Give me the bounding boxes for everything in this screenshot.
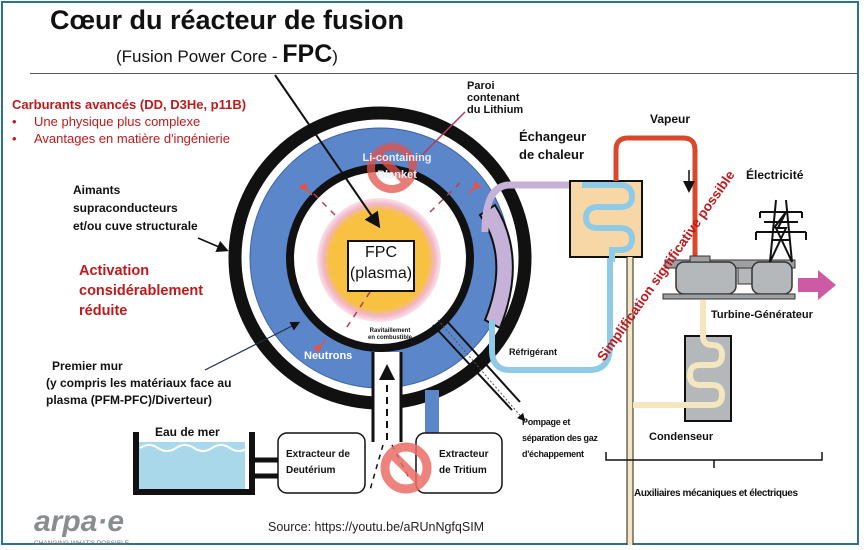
blanket-label: Li-containing Blanket [362, 152, 432, 181]
first-wall-label: Premier mur (y compris les matériaux fac… [46, 359, 232, 407]
turbine-generator [662, 255, 796, 300]
pylon-icon [755, 199, 807, 263]
deuterium-extractor [277, 432, 366, 494]
lithium-wall-label: Paroi contenant du Lithium [467, 80, 524, 116]
neutron-arrow [312, 339, 327, 354]
page-title: Cœur du réacteur de fusion [50, 5, 405, 35]
neutron-rays [309, 182, 461, 331]
condenser-label: Condenseur [649, 431, 714, 443]
fuels-bullet: Une physique plus complexe [12, 113, 230, 130]
steam-pipe [613, 135, 698, 268]
electricity-label: Électricité [746, 168, 804, 182]
header-divider [30, 73, 858, 74]
seawater-tank [133, 432, 282, 495]
seawater-label: Eau de mer [155, 425, 220, 439]
fpc-pointer-arrow [274, 74, 381, 229]
exhaust-label: Pompage et séparation des gaz d'échappem… [522, 417, 598, 459]
lithium-pointer [414, 111, 466, 163]
fuels-bullets: Une physique plus complexe Avantages en … [12, 113, 230, 147]
prohibit-icon [380, 442, 432, 494]
plasma-label-box: FPC (plasma) [347, 240, 415, 292]
auxiliaries-bracket [605, 452, 823, 468]
condensate-pipe [626, 257, 634, 545]
prohibit-icon [367, 143, 417, 193]
activation-label: Activation considérablement réduite [79, 263, 204, 319]
logo-tagline: CHANGING WHAT'S POSSIBLE [34, 540, 130, 547]
auxiliaries-label: Auxiliaires mécaniques et électriques [634, 488, 798, 499]
arpae-logo: arpa·e CHANGING WHAT'S POSSIBLE [34, 505, 130, 547]
turbine-label: Turbine-Générateur [711, 309, 813, 321]
subtitle-suffix: ) [332, 47, 338, 66]
coolant-label: Réfrigérant [509, 347, 558, 357]
refuel-label: Ravitaillement en combustible [367, 328, 412, 341]
neutron-arrow [298, 181, 313, 196]
blanket-panel [478, 203, 514, 330]
magnets-label: Aimants supraconducteurs et/ou cuve stru… [73, 183, 198, 233]
heat-exchanger-label: Échangeur de chaleur [519, 129, 587, 162]
tritium-extractor [415, 432, 503, 494]
fuels-heading: Carburants avancés (DD, D3He, p11B) [12, 97, 247, 112]
hot-pipe [481, 181, 578, 233]
page-subtitle: (Fusion Power Core - FPC) [116, 40, 338, 69]
steam-label: Vapeur [650, 112, 691, 126]
coolant-pipe [489, 255, 613, 373]
logo-wordmark: arpa·e [34, 505, 124, 538]
deuterium-extractor-label: Extracteur de Deutérium [286, 449, 350, 476]
exhaust-channel [432, 317, 526, 422]
subtitle-prefix: (Fusion Power Core - [116, 47, 283, 66]
first-wall-pointer [204, 321, 301, 371]
tritium-extractor-label: Extracteur de Tritium [439, 449, 489, 476]
neutrons-label: Neutrons [304, 350, 353, 362]
tritium-pipe [425, 390, 439, 438]
source-link[interactable]: Source: https://youtu.be/aRUnNgfqSIM [268, 520, 485, 534]
power-output-arrow [798, 270, 836, 300]
subtitle-acronym: FPC [282, 40, 333, 68]
neutron-arrow [467, 180, 482, 195]
fuels-bullet: Avantages en matière d'ingénierie [12, 130, 230, 147]
magnets-pointer [197, 237, 229, 252]
